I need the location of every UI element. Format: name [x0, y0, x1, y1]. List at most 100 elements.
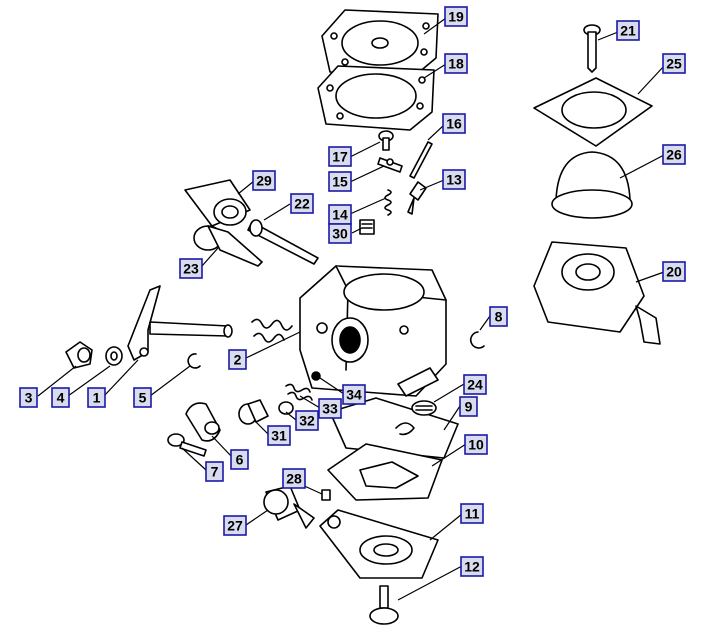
- callout-29: 29: [252, 170, 276, 191]
- callout-2-label: 2: [234, 352, 242, 368]
- callout-23: 23: [179, 258, 203, 279]
- callout-32-label: 32: [299, 413, 315, 429]
- callout-5-label: 5: [139, 390, 147, 406]
- part-14-spring: [384, 189, 392, 216]
- callout-28-label: 28: [286, 471, 302, 487]
- part-31-plug: [238, 399, 269, 425]
- callout-25-label: 25: [666, 56, 682, 72]
- callout-34: 34: [342, 384, 366, 405]
- callout-30-label: 30: [332, 226, 348, 242]
- callout-1-label: 1: [93, 390, 101, 406]
- callout-28: 28: [282, 468, 306, 489]
- callout-31-label: 31: [271, 428, 287, 444]
- part-10-gasket: [327, 443, 443, 501]
- part-8-clip: [469, 331, 485, 349]
- callout-6: 6: [230, 449, 249, 470]
- part-16-pin: [409, 141, 433, 179]
- callout-33: 33: [318, 398, 342, 419]
- callout-14: 14: [328, 204, 352, 225]
- callout-13: 13: [442, 169, 466, 190]
- callout-10: 10: [464, 434, 488, 455]
- callout-14-label: 14: [332, 207, 348, 223]
- part-7-screw: [167, 433, 207, 457]
- callout-2: 2: [228, 349, 247, 370]
- callout-19-label: 19: [448, 9, 464, 25]
- callout-21: 21: [616, 20, 640, 41]
- callout-23-label: 23: [183, 261, 199, 277]
- part-2-spring: [251, 318, 293, 343]
- part-5-clip: [187, 353, 201, 369]
- callout-17-label: 17: [332, 149, 348, 165]
- part-25-gasket: [533, 77, 653, 147]
- callout-16: 16: [442, 113, 466, 134]
- part-9-diaphragm: [329, 397, 459, 459]
- callout-16-label: 16: [446, 116, 462, 132]
- callout-13-label: 13: [446, 172, 462, 188]
- part-6-throttle-plate: [185, 402, 221, 442]
- callout-8-label: 8: [495, 309, 503, 325]
- part-34-ball: [311, 371, 321, 381]
- part-11-end-cover: [319, 509, 439, 579]
- callout-15: 15: [328, 171, 352, 192]
- part-3-nut: [65, 341, 93, 369]
- part-15-lever: [377, 157, 403, 173]
- part-13-needle-valve: [407, 181, 427, 215]
- callout-4-label: 4: [57, 390, 65, 406]
- callout-11-label: 11: [465, 506, 480, 522]
- callout-27: 27: [223, 515, 247, 536]
- callout-22-label: 22: [294, 196, 310, 212]
- part-28-pin: [321, 489, 331, 501]
- callout-9: 9: [459, 396, 478, 417]
- part-32-spring: [285, 383, 313, 401]
- part-26-primer-bulb: [551, 151, 633, 219]
- part-18-gasket: [317, 65, 435, 131]
- callout-20-label: 20: [666, 264, 682, 280]
- part-33-o-ring: [278, 401, 294, 415]
- callout-19: 19: [444, 6, 468, 27]
- part-12-screw: [369, 585, 399, 625]
- part-1-throttle-shaft: [127, 285, 233, 361]
- callout-9-label: 9: [465, 399, 473, 415]
- part-27-valve: [263, 485, 315, 529]
- callout-27-label: 27: [227, 518, 243, 534]
- callout-29-label: 29: [256, 173, 272, 189]
- callout-18-label: 18: [448, 56, 464, 72]
- callout-34-label: 34: [346, 387, 362, 403]
- callout-5: 5: [133, 387, 152, 408]
- callout-1: 1: [87, 387, 106, 408]
- callout-20: 20: [662, 261, 686, 282]
- callout-3: 3: [19, 387, 38, 408]
- callout-24-label: 24: [467, 377, 483, 393]
- part-4-washer: [105, 346, 123, 366]
- callout-6-label: 6: [236, 452, 244, 468]
- callout-18: 18: [444, 53, 468, 74]
- leader-lines: [37, 17, 665, 601]
- callout-25: 25: [662, 53, 686, 74]
- callout-24: 24: [463, 374, 487, 395]
- part-22-adjusting-screw: [247, 219, 319, 265]
- carburetor-body: [299, 265, 447, 397]
- callout-15-label: 15: [332, 174, 348, 190]
- callout-10-label: 10: [468, 437, 484, 453]
- callout-22: 22: [290, 193, 314, 214]
- part-24-filter-screen: [411, 400, 437, 416]
- callout-26-label: 26: [666, 147, 682, 163]
- callout-17: 17: [328, 146, 352, 167]
- callout-11: 11: [460, 503, 484, 524]
- part-30-screen: [359, 219, 375, 235]
- callout-12-label: 12: [464, 559, 480, 575]
- callout-31: 31: [267, 425, 291, 446]
- callout-7: 7: [205, 461, 224, 482]
- part-29-sleeve: [184, 179, 251, 227]
- part-17-screw: [378, 130, 394, 151]
- callout-3-label: 3: [25, 390, 33, 406]
- part-21-screw: [583, 24, 601, 73]
- callout-4: 4: [51, 387, 70, 408]
- callout-12: 12: [460, 556, 484, 577]
- callout-32: 32: [295, 410, 319, 431]
- callout-26: 26: [662, 144, 686, 165]
- part-23-adjusting-screw: [193, 225, 263, 267]
- callout-30: 30: [328, 223, 352, 244]
- part-19-diaphragm: [321, 9, 439, 79]
